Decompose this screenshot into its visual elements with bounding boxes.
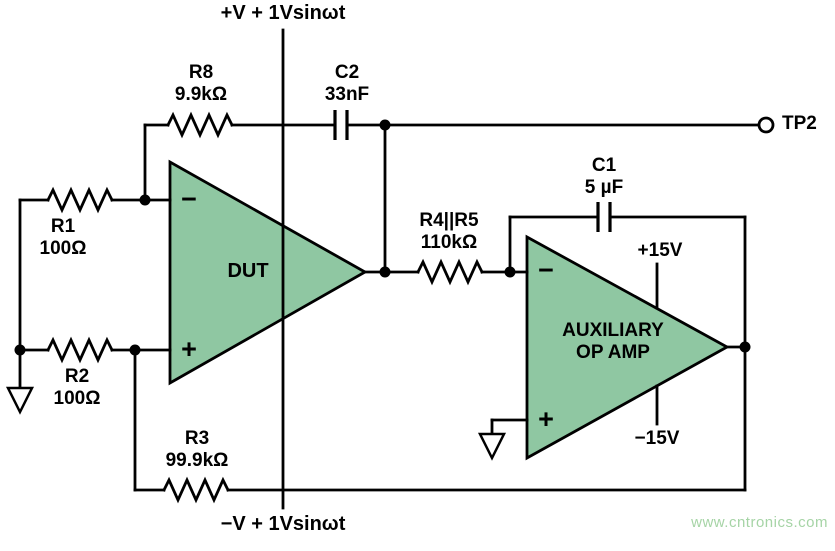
watermark-text: www.cntronics.com bbox=[691, 514, 828, 531]
c2-label: C2 33nF bbox=[325, 62, 369, 106]
aux-opamp-triangle bbox=[525, 234, 730, 461]
r3-name: R3 bbox=[184, 428, 210, 449]
r8-label: R8 9.9kΩ bbox=[175, 62, 227, 106]
aux-opamp-label: AUXILIARY OP AMP bbox=[562, 320, 664, 364]
junction-dot bbox=[14, 344, 26, 356]
r8-value: 9.9kΩ bbox=[174, 84, 228, 105]
c1-label: C1 5 µF bbox=[585, 155, 623, 199]
aux-inverting-sign: − bbox=[538, 255, 554, 285]
tp2-terminal bbox=[757, 116, 775, 134]
junction-dots bbox=[14, 119, 751, 356]
r4r5-name: R4||R5 bbox=[419, 210, 479, 231]
c1-value: 5 µF bbox=[584, 177, 624, 198]
r8-name: R8 bbox=[188, 62, 214, 83]
r1-value: 100Ω bbox=[39, 238, 87, 259]
junction-dot bbox=[504, 266, 516, 278]
tp2-label: TP2 bbox=[782, 113, 817, 134]
r4r5-value: 110kΩ bbox=[420, 232, 478, 253]
r2-label: R2 100Ω bbox=[54, 366, 101, 410]
r2-name: R2 bbox=[64, 366, 90, 387]
c1-name: C1 bbox=[591, 155, 617, 176]
junction-dot bbox=[379, 266, 391, 278]
aux-label-line1: AUXILIARY bbox=[562, 320, 664, 341]
junction-dot bbox=[739, 341, 751, 353]
r4r5-resistor bbox=[416, 258, 484, 286]
c2-name: C2 bbox=[334, 62, 360, 83]
capacitors bbox=[333, 110, 612, 232]
c2-value: 33nF bbox=[324, 84, 370, 105]
ground-symbol-aux bbox=[477, 432, 507, 461]
junction-dot bbox=[379, 119, 391, 131]
r1-name: R1 bbox=[50, 216, 76, 237]
junction-dot bbox=[139, 194, 151, 206]
dut-label: DUT bbox=[227, 260, 269, 282]
r1-resistor bbox=[46, 186, 114, 214]
r3-resistor bbox=[162, 476, 230, 504]
bottom-supply-label: −V + 1Vsinωt bbox=[220, 513, 346, 535]
r2-resistor bbox=[46, 336, 114, 364]
dut-opamp-triangle bbox=[168, 159, 368, 386]
aux-noninverting-sign: + bbox=[538, 404, 554, 434]
r1-label: R1 100Ω bbox=[40, 216, 87, 260]
top-supply-label: +V + 1Vsinωt bbox=[220, 2, 346, 24]
junction-dot bbox=[129, 344, 141, 356]
dut-inverting-sign: − bbox=[181, 184, 197, 214]
r8-resistor bbox=[166, 111, 234, 139]
r4r5-label: R4||R5 110kΩ bbox=[419, 210, 478, 254]
r2-value: 100Ω bbox=[53, 388, 101, 409]
aux-label-line2: OP AMP bbox=[576, 342, 650, 363]
dut-noninverting-sign: + bbox=[181, 334, 197, 364]
aux-positive-supply-label: +15V bbox=[637, 240, 683, 261]
ground-symbol-left bbox=[5, 386, 35, 415]
aux-negative-supply-label: −15V bbox=[634, 428, 680, 449]
r3-label: R3 99.9kΩ bbox=[166, 428, 229, 472]
r3-value: 99.9kΩ bbox=[165, 450, 229, 471]
